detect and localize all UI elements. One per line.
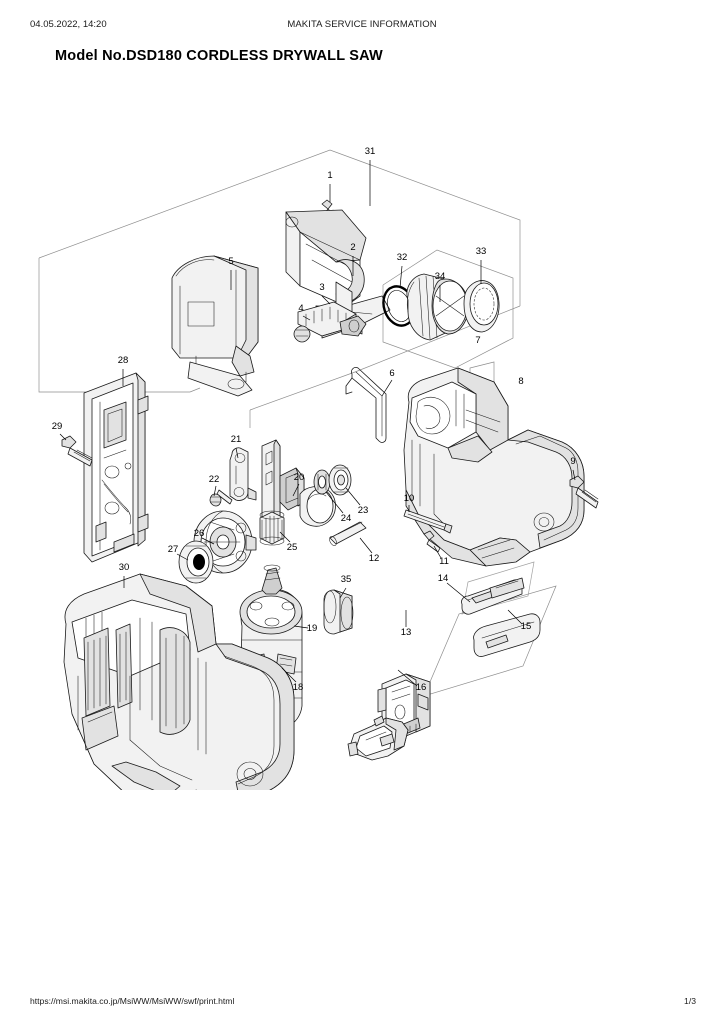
callout-19: 19 <box>306 623 318 634</box>
footer-url[interactable]: https://msi.makita.co.jp/MsiWW/MsiWW/swf… <box>30 996 235 1006</box>
footer-page-number: 1/3 <box>684 996 696 1006</box>
callout-7: 7 <box>475 335 481 346</box>
part-16-trigger-switch <box>347 715 409 761</box>
callout-29: 29 <box>51 421 63 432</box>
callout-8: 8 <box>518 376 524 387</box>
callout-33: 33 <box>475 246 487 257</box>
header-date: 04.05.2022, 14:20 <box>30 19 107 30</box>
callout-31: 31 <box>364 146 376 157</box>
callout-labels: 31 1 2 5 32 33 34 3 4 7 28 29 6 8 9 21 2… <box>0 110 724 790</box>
callout-10: 10 <box>403 493 415 504</box>
callout-27: 27 <box>167 544 179 555</box>
callout-30: 30 <box>118 562 130 573</box>
callout-3: 3 <box>319 282 325 293</box>
callout-4: 4 <box>298 303 304 314</box>
callout-18: 18 <box>292 682 304 693</box>
page-header: 04.05.2022, 14:20 MAKITA SERVICE INFORMA… <box>0 18 724 32</box>
callout-28: 28 <box>117 355 129 366</box>
callout-13: 13 <box>400 627 412 638</box>
callout-34: 34 <box>434 271 446 282</box>
callout-25: 25 <box>286 542 298 553</box>
part-35-sleeve <box>323 589 354 635</box>
callout-2: 2 <box>350 242 356 253</box>
part-5-cover <box>171 255 259 397</box>
callout-12: 12 <box>368 553 380 564</box>
diagram-drawing: .ln { fill:none; stroke:#1a1a1a; stroke-… <box>38 149 599 790</box>
callout-35: 35 <box>340 574 352 585</box>
callout-22: 22 <box>208 474 220 485</box>
header-title: MAKITA SERVICE INFORMATION <box>287 19 437 30</box>
callout-16: 16 <box>415 682 427 693</box>
part-12-roll-pin <box>329 521 367 546</box>
part-20-switch-plate <box>261 439 336 541</box>
part-6-wire-bracket <box>345 367 387 443</box>
part-10-flat-bar <box>403 509 453 534</box>
group-box-7 <box>382 249 514 369</box>
callout-1: 1 <box>327 170 333 181</box>
part-25-pinion-gear <box>259 510 285 546</box>
callout-11: 11 <box>439 556 449 567</box>
part-29-screw <box>61 435 93 467</box>
part-11-screw <box>423 530 441 553</box>
part-21-lever-link <box>229 447 257 501</box>
part-34-7-motor-housing <box>406 273 469 341</box>
page-footer: https://msi.makita.co.jp/MsiWW/MsiWW/swf… <box>0 994 724 1008</box>
exploded-parts-diagram: .ln { fill:none; stroke:#1a1a1a; stroke-… <box>0 110 724 790</box>
callout-21: 21 <box>230 434 242 445</box>
callout-32: 32 <box>396 252 408 263</box>
callout-5: 5 <box>228 256 234 267</box>
part-28-terminal-plate <box>83 372 149 563</box>
part-27-bearing <box>178 540 214 584</box>
callout-14: 14 <box>437 573 449 584</box>
part-22-pin-screw <box>209 489 233 507</box>
part-4-switch-block <box>293 301 367 343</box>
part-30-left-housing <box>63 573 295 790</box>
callout-6: 6 <box>389 368 395 379</box>
callout-26: 26 <box>193 528 205 539</box>
part-8-right-housing <box>403 367 585 567</box>
callout-15: 15 <box>520 621 532 632</box>
page-title: Model No.DSD180 CORDLESS DRYWALL SAW <box>55 48 383 64</box>
leader-lines <box>59 160 576 687</box>
callout-20: 20 <box>293 472 305 483</box>
callout-24: 24 <box>340 513 352 524</box>
callout-9: 9 <box>570 456 576 467</box>
part-24-washer <box>313 469 331 495</box>
part-15-detail-parts <box>473 577 541 657</box>
part-33-end-cap <box>463 280 500 333</box>
part-23-bearing <box>328 464 352 496</box>
callout-23: 23 <box>357 505 369 516</box>
part-9-screw <box>569 475 599 509</box>
